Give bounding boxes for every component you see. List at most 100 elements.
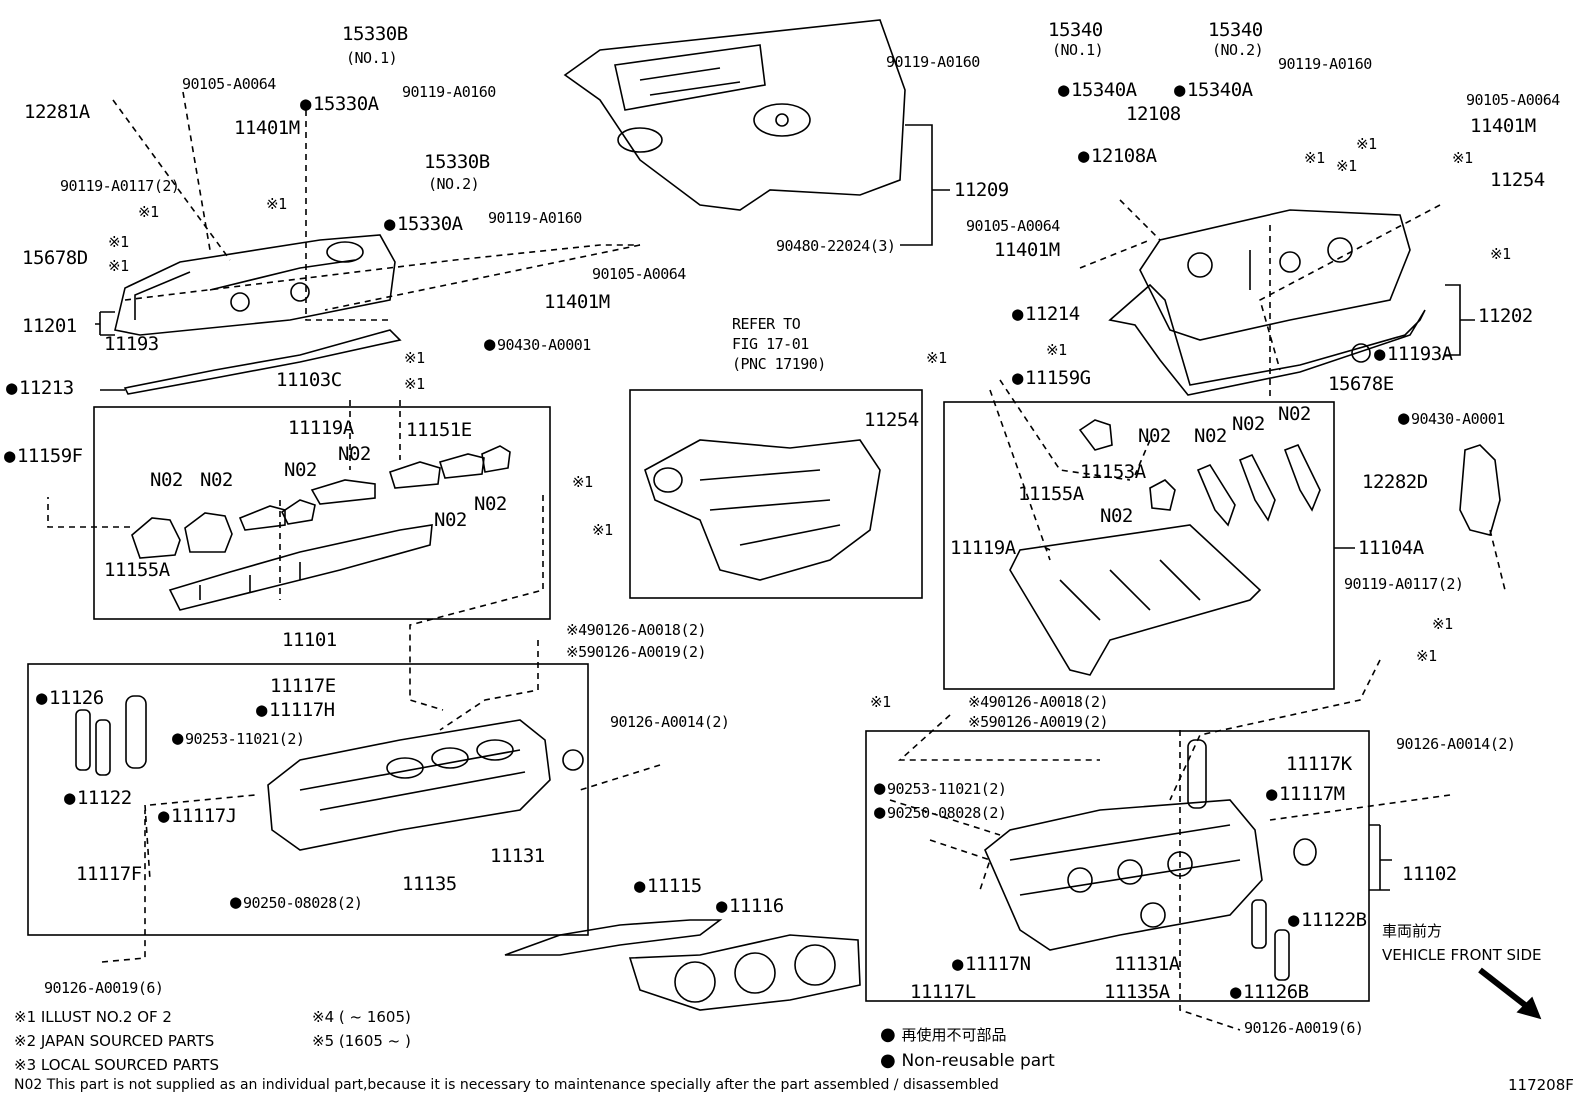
mark-x1: ※1 xyxy=(1336,157,1357,175)
engine-cover-shape xyxy=(563,19,906,211)
label-90119-A0160-b: 90119-A0160 xyxy=(488,209,582,227)
non-reusable-jp: ● 再使用不可部品 xyxy=(880,1024,1007,1045)
label-90105-A0064-a: 90105-A0064 xyxy=(182,75,276,93)
label-11102: 11102 xyxy=(1402,863,1457,885)
label-n02: N02 xyxy=(434,509,467,531)
footnote-5: ※5 (1605 ~ ) xyxy=(312,1032,411,1050)
mark-x1: ※1 xyxy=(404,349,425,367)
label-15340A-2: 15340A xyxy=(1174,80,1253,100)
label-90126-A0019-b: ※590126-A0019(2) xyxy=(968,713,1109,731)
label-90119-A0117-b: 90119-A0117(2) xyxy=(1344,575,1464,593)
label-90119-A0117-a: 90119-A0117(2) xyxy=(60,177,180,195)
vehicle-front-jp: 車両前方 xyxy=(1382,922,1443,940)
label-11104A: 11104A xyxy=(1358,537,1424,559)
mark-x1: ※1 xyxy=(1490,245,1511,263)
label-n02: N02 xyxy=(1232,413,1265,435)
gasket-11115-shape xyxy=(504,919,723,956)
label-15330B-1-sub: (NO.1) xyxy=(346,49,398,67)
label-90126-A0018-a: ※490126-A0018(2) xyxy=(566,621,707,639)
label-11119A-b: 11119A xyxy=(950,537,1016,559)
label-11153A: 11153A xyxy=(1080,461,1146,483)
label-90119-A0160-c: 90119-A0160 xyxy=(886,53,980,71)
intake-manifold-shape xyxy=(644,439,881,581)
label-15340-2: 15340 xyxy=(1208,19,1263,41)
mark-x1: ※1 xyxy=(1046,341,1067,359)
label-11401M-d: 11401M xyxy=(1470,115,1536,137)
mark-x1: ※1 xyxy=(108,233,129,251)
valve-guide-11126 xyxy=(75,709,91,771)
label-11202: 11202 xyxy=(1478,305,1533,327)
label-n02: N02 xyxy=(284,459,317,481)
valve-guide-11122B xyxy=(1251,899,1267,949)
label-11155A-b: 11155A xyxy=(1018,483,1084,505)
label-11254-a: 11254 xyxy=(864,409,919,431)
label-n02: N02 xyxy=(1278,403,1311,425)
label-n02: N02 xyxy=(200,469,233,491)
mark-x1: ※1 xyxy=(592,521,613,539)
label-90119-A0160-a: 90119-A0160 xyxy=(402,83,496,101)
label-11201: 11201 xyxy=(22,315,77,337)
label-11155A-a: 11155A xyxy=(104,559,170,581)
label-n02: N02 xyxy=(1138,425,1171,447)
label-n02: N02 xyxy=(338,443,371,465)
label-90126-A0014-b: 90126-A0014(2) xyxy=(1396,735,1516,753)
label-11117N: 11117N xyxy=(952,954,1031,974)
cylinder-head-box-left xyxy=(27,663,589,936)
label-12281A: 12281A xyxy=(24,101,90,123)
mark-x1: ※1 xyxy=(1304,149,1325,167)
label-11214: 11214 xyxy=(1012,304,1080,324)
label-90119-A0160-d: 90119-A0160 xyxy=(1278,55,1372,73)
label-11117L: 11117L xyxy=(910,981,976,1003)
label-11116: 11116 xyxy=(716,896,784,916)
label-15330B-2: 15330B xyxy=(424,151,490,173)
label-refer2: FIG 17-01 xyxy=(732,335,809,353)
cylinder-head-left-shape xyxy=(267,719,584,851)
label-11213: 11213 xyxy=(6,378,74,398)
label-n02: N02 xyxy=(150,469,183,491)
label-15678D: 15678D xyxy=(22,247,88,269)
non-reusable-en: ● Non-reusable part xyxy=(880,1050,1055,1071)
label-11126B: 11126B xyxy=(1230,982,1309,1002)
label-n02: N02 xyxy=(1194,425,1227,447)
label-11122B: 11122B xyxy=(1288,910,1367,930)
bearing-caps-right-shape xyxy=(1009,419,1321,676)
label-11101: 11101 xyxy=(282,629,337,651)
footnote-1: ※1 ILLUST NO.2 OF 2 xyxy=(14,1008,172,1026)
label-90430-A0001-b: 90430-A0001 xyxy=(1398,410,1505,427)
label-11193A: 11193A xyxy=(1374,344,1453,364)
mark-x1: ※1 xyxy=(404,375,425,393)
label-12108: 12108 xyxy=(1126,103,1181,125)
label-15340-1: 15340 xyxy=(1048,19,1103,41)
gasket-11213-shape xyxy=(123,329,402,395)
mark-x1: ※1 xyxy=(108,257,129,275)
label-15330B-2-sub: (NO.2) xyxy=(428,175,480,193)
footnote-n02: N02 This part is not supplied as an indi… xyxy=(14,1077,999,1093)
label-90126-A0019-a: ※590126-A0019(2) xyxy=(566,643,707,661)
label-15330B-1: 15330B xyxy=(342,23,408,45)
label-11131A: 11131A xyxy=(1114,953,1180,975)
footnote-3: ※3 LOCAL SOURCED PARTS xyxy=(14,1056,219,1074)
label-11119A-a: 11119A xyxy=(288,417,354,439)
label-11401M-c: 11401M xyxy=(994,239,1060,261)
label-15340-2-sub: (NO.2) xyxy=(1212,41,1264,59)
valve-cover-right-shape xyxy=(1139,209,1411,341)
mark-x1: ※1 xyxy=(138,203,159,221)
label-11117K: 11117K xyxy=(1286,753,1352,775)
footnote-4: ※4 ( ~ 1605) xyxy=(312,1008,411,1026)
label-12282D: 12282D xyxy=(1362,471,1428,493)
label-90126-A0019-6a: 90126-A0019(6) xyxy=(44,979,164,997)
mark-x1: ※1 xyxy=(266,195,287,213)
label-90253-a: 90253-11021(2) xyxy=(172,730,305,747)
label-15678E: 15678E xyxy=(1328,373,1394,395)
label-11135A: 11135A xyxy=(1104,981,1170,1003)
label-90105-A0064-c: 90105-A0064 xyxy=(966,217,1060,235)
bearing-caps-left-shape xyxy=(131,445,511,611)
label-90253-b: 90253-11021(2) xyxy=(874,780,1007,797)
label-90105-A0064-b: 90105-A0064 xyxy=(592,265,686,283)
label-90126-A0018-b: ※490126-A0018(2) xyxy=(968,693,1109,711)
label-11159F: 11159F xyxy=(4,446,83,466)
label-11117J: 11117J xyxy=(158,806,237,826)
label-11117E: 11117E xyxy=(270,675,336,697)
label-11115: 11115 xyxy=(634,876,702,896)
